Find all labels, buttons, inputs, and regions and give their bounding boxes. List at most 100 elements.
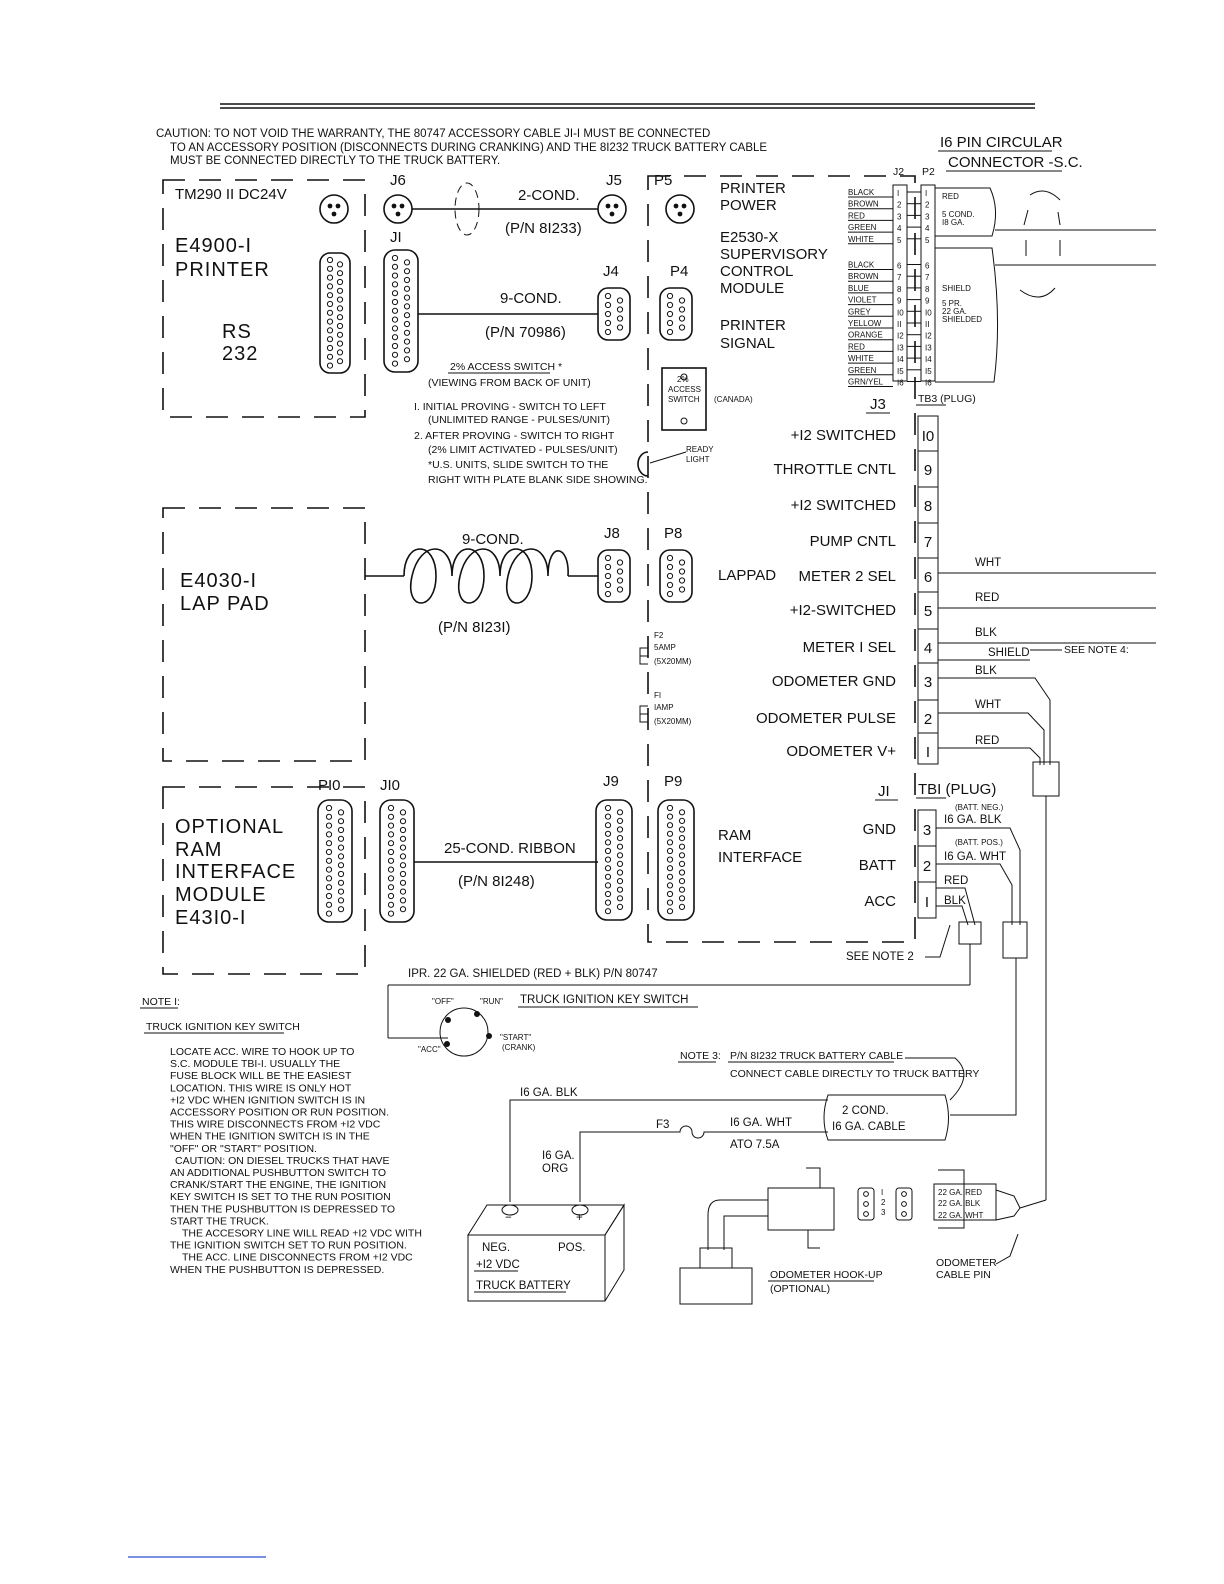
j3-terminal-number: 2 [924, 711, 932, 728]
j2-pin-number: I0 [897, 308, 904, 317]
connector-pin [604, 830, 612, 837]
header-rule [220, 103, 1035, 109]
j3-terminal-number: I [926, 744, 930, 761]
note-3: NOTE 3: P/N 8I232 TRUCK BATTERY CABLE CO… [678, 1050, 979, 1101]
connector-pin [325, 884, 333, 891]
j2-wire-color: RED [848, 342, 865, 351]
connector-pin [403, 276, 411, 284]
svg-text:RED: RED [975, 735, 999, 747]
svg-text:PRINTER: PRINTER [720, 317, 786, 334]
connector-pin [399, 870, 407, 878]
connector-pin [403, 285, 411, 292]
j2-wire-color: BLUE [848, 284, 869, 293]
connector-pin [387, 840, 395, 847]
svg-text:LIGHT: LIGHT [686, 455, 710, 464]
svg-text:I. INITIAL PROVING - SWITCH T: I. INITIAL PROVING - SWITCH TO LEFT [414, 401, 606, 413]
connector-pin [616, 306, 624, 313]
connector-pin [616, 559, 624, 566]
p2-pin-number: I4 [925, 355, 932, 364]
connector-pin [337, 835, 345, 842]
connector-pin [678, 843, 686, 850]
connector-pin [604, 310, 612, 318]
battery-cable-81232: I6 GA. BLK F3 I6 GA. WHT ATO 7.5A I6 GA.… [509, 958, 1017, 1202]
svg-text:(BATT. POS.): (BATT. POS.) [955, 838, 1003, 847]
svg-text:SIGNAL: SIGNAL [720, 335, 775, 352]
svg-text:E4900-I: E4900-I [175, 235, 252, 257]
j2-pin-number: I2 [897, 332, 904, 341]
p2-pin-number: I [925, 189, 927, 198]
connector-pin [336, 261, 344, 268]
note-1-line: THIS WIRE DISCONNECTS FROM +I2 VDC [170, 1119, 381, 1131]
svg-text:J5: J5 [606, 172, 622, 189]
svg-text:OPTIONAL: OPTIONAL [175, 816, 284, 838]
svg-text:3: 3 [881, 1208, 886, 1217]
connector-pin [399, 844, 407, 851]
connector-pin [337, 818, 345, 825]
accessory-cable-80747: IPR. 22 GA. SHIELDED (RED + BLK) P/N 807… [387, 944, 971, 1039]
svg-text:5 PR.: 5 PR. [942, 299, 962, 308]
connector-pin [336, 278, 344, 286]
j3-terminal-label: ODOMETER V+ [786, 743, 896, 760]
p2-pin-number: 6 [925, 262, 930, 271]
connector-pin [387, 910, 395, 917]
j2-wire-color: VIOLET [848, 296, 877, 305]
j2-pin-number: I3 [897, 343, 904, 352]
j2-pin-number: I6 [897, 379, 904, 388]
note-1-line: THEN THE PUSHBUTTON IS DEPRESSED TO [170, 1203, 395, 1215]
connector-pin [616, 809, 624, 816]
svg-text:RS: RS [222, 321, 252, 343]
svg-text:(UNLIMITED RANGE - PULSES/UNIT: (UNLIMITED RANGE - PULSES/UNIT) [428, 414, 610, 426]
connector-pin [616, 843, 624, 850]
connector-pin [399, 888, 407, 895]
p2-pin-number: 9 [925, 297, 930, 306]
connector-pin [387, 831, 395, 838]
connector-pin [666, 310, 674, 318]
connector-pin [616, 586, 624, 593]
connector-pin [336, 287, 344, 294]
connector-pin [604, 319, 612, 327]
connector-pin [666, 822, 674, 829]
svg-text:NOTE I:: NOTE I: [142, 996, 180, 1008]
svg-text:2. AFTER PROVING - SWITCH TO: 2. AFTER PROVING - SWITCH TO RIGHT [414, 430, 615, 442]
connector-pin [391, 360, 399, 367]
j2-pin-number: 9 [897, 297, 902, 306]
connector-pin [326, 327, 334, 334]
svg-text:CABLE PIN: CABLE PIN [936, 1269, 991, 1281]
svg-text:CAUTION: TO NOT VOID THE WARR: CAUTION: TO NOT VOID THE WARRANTY, THE 8… [156, 128, 710, 140]
connector-pin [666, 590, 674, 598]
svg-text:PRINTER: PRINTER [175, 259, 270, 281]
svg-text:SWITCH: SWITCH [668, 395, 700, 404]
connector-pin [616, 324, 624, 331]
connector-pin [403, 338, 411, 345]
j3-terminal-label: +I2 SWITCHED [791, 497, 897, 514]
connector-pin [391, 281, 399, 288]
svg-text:PRINTER: PRINTER [720, 180, 786, 197]
connector-pin [326, 292, 334, 299]
note-1-line: LOCATION. THIS WIRE IS ONLY HOT [170, 1082, 352, 1094]
svg-text:(P/N 70986): (P/N 70986) [485, 324, 566, 341]
connector-pin [666, 292, 674, 300]
connector-pin [678, 878, 686, 885]
svg-text:ATO 7.5A: ATO 7.5A [730, 1139, 780, 1151]
svg-text:SHIELD: SHIELD [988, 647, 1030, 659]
connector-pin [666, 328, 674, 336]
connector-pin [337, 826, 345, 834]
truck-battery: − + NEG. POS. +I2 VDC TRUCK BATTERY [467, 1203, 625, 1302]
j2-pin-number: 7 [897, 273, 902, 282]
connector-pin [337, 853, 345, 860]
connector-pin [604, 328, 612, 336]
svg-text:22 GA. WHT: 22 GA. WHT [938, 1211, 983, 1220]
connector-pin [391, 325, 399, 332]
connector-pin [604, 292, 612, 300]
svg-text:(CANADA): (CANADA) [714, 395, 753, 404]
connector-pin [391, 290, 399, 297]
connector-pin [336, 358, 344, 365]
svg-text:"START": "START" [500, 1033, 531, 1042]
connector-pin [616, 315, 624, 322]
connector-pin [616, 860, 624, 868]
connector-pin [666, 813, 674, 820]
svg-text:IAMP: IAMP [654, 703, 674, 712]
note-1-line: "OFF" OR "START" POSITION. [170, 1143, 317, 1155]
ram-module: OPTIONAL RAM INTERFACE MODULE E43I0-I PI… [162, 777, 366, 975]
svg-text:RIGHT WITH PLATE BLANK SIDE SH: RIGHT WITH PLATE BLANK SIDE SHOWING. [428, 474, 648, 486]
